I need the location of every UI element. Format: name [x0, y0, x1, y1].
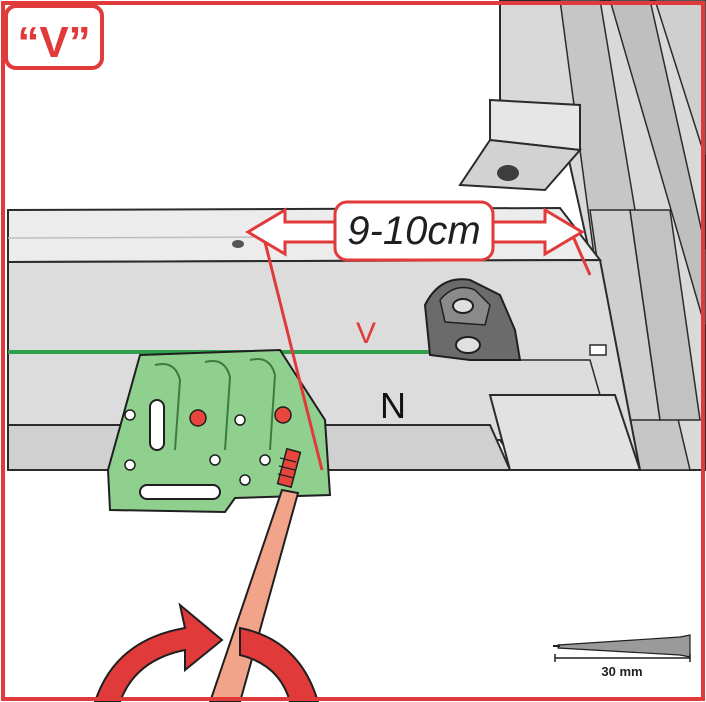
cross-rail-top [458, 138, 583, 192]
side-panel-rear [654, 0, 706, 161]
cabinet-frame [458, 0, 706, 471]
plate-hole [234, 414, 246, 426]
corner-notch [589, 344, 607, 356]
rotation-arrow-icon [93, 602, 320, 702]
plate-hole [124, 459, 136, 471]
green-mounting-plate [106, 348, 332, 514]
screwdriver [208, 447, 302, 702]
cross-rail-hole [497, 165, 519, 181]
bracket-hole-top [452, 298, 474, 314]
step-badge [4, 4, 104, 70]
plate-slot-long [139, 484, 221, 500]
dimension-label: 9-10cm [347, 209, 480, 253]
plate-rib-1 [154, 363, 182, 451]
metal-bracket [423, 278, 522, 361]
plate-screw [189, 409, 207, 427]
screw-length-label: 30 mm [601, 664, 642, 679]
step-badge-label: “V” [17, 18, 90, 67]
measurement-guides [245, 200, 592, 471]
plate-hole [124, 409, 136, 421]
plate-rib-2 [204, 360, 232, 451]
plate-screw [274, 406, 292, 424]
guide-line-left [260, 229, 324, 471]
v-line-marker: V [356, 317, 376, 350]
slat-2 [629, 209, 701, 421]
plate-slot-vertical [149, 399, 165, 451]
side-panel-groove [609, 0, 706, 331]
screwdriver-shaft [208, 488, 300, 702]
plate-hole [259, 454, 271, 466]
n-line-marker: N [380, 385, 406, 426]
rotation-arrow-right [239, 626, 320, 702]
rotation-arrow-left [93, 602, 224, 702]
screw-scale-reference: 30 mm [545, 615, 695, 685]
plate-hole [209, 454, 221, 466]
dimension-label-box [333, 200, 495, 262]
bracket-hole-bottom [455, 336, 481, 354]
plate-hole [239, 474, 251, 486]
rail-hole [232, 240, 244, 248]
rail-corner-block [488, 394, 642, 471]
plate-rib-3 [249, 358, 277, 451]
